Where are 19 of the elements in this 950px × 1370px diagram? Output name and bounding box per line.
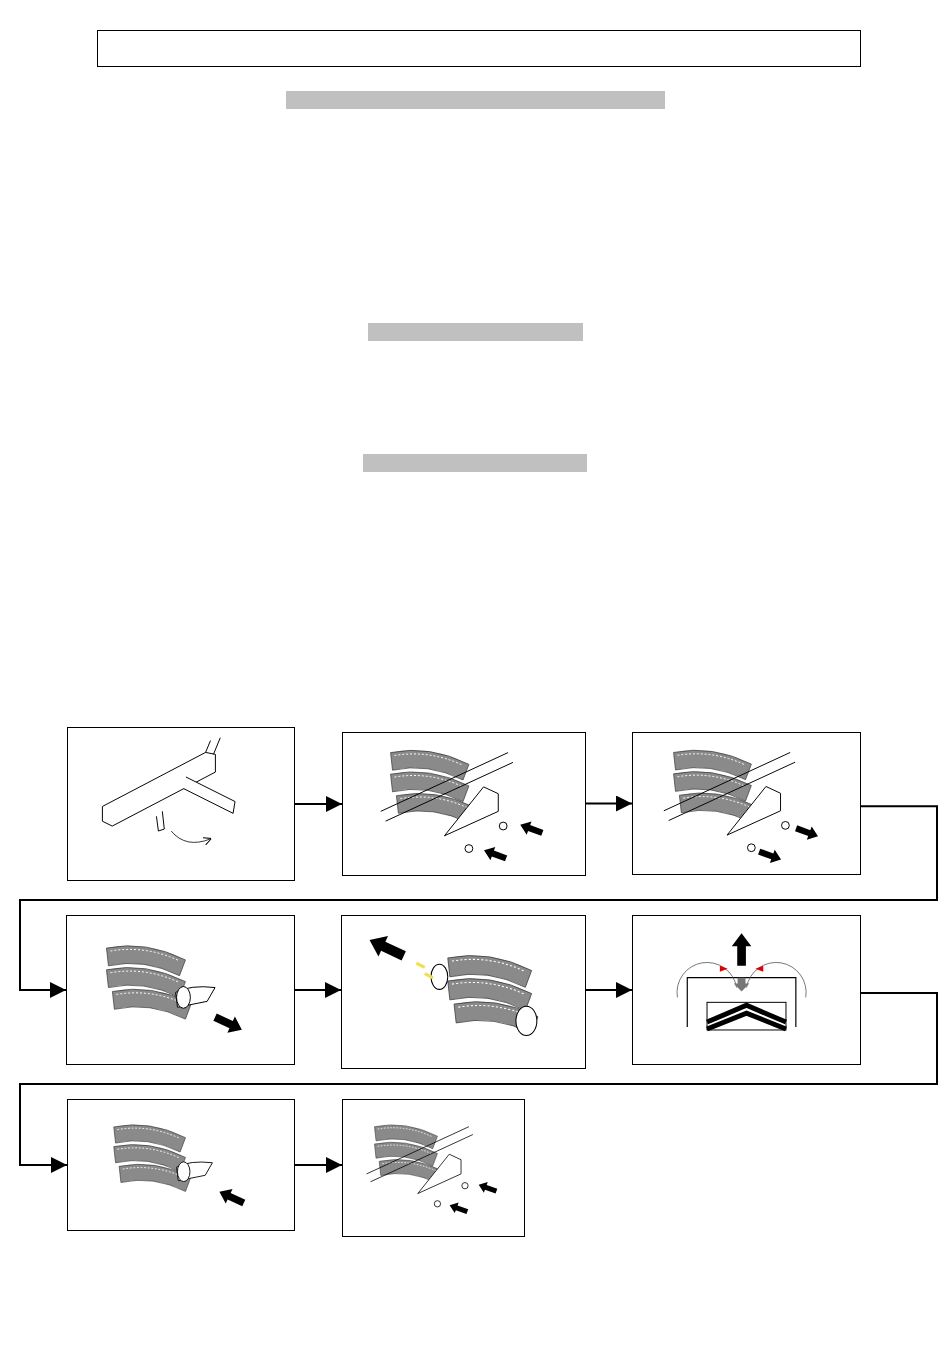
illustration-panel <box>341 915 586 1069</box>
arrow <box>294 796 343 812</box>
heading-bar <box>368 323 583 341</box>
illustration-panel <box>342 1099 525 1237</box>
arrow <box>294 982 342 998</box>
illustration-panel <box>632 915 861 1065</box>
header-box <box>97 30 861 67</box>
heading-bar <box>286 91 665 109</box>
heading-bar <box>363 454 587 472</box>
arrow <box>19 992 938 1173</box>
illustration-panel <box>342 732 586 876</box>
illustration-panel <box>66 915 295 1065</box>
arrow <box>585 795 633 812</box>
arrow <box>585 982 633 998</box>
illustration-panel <box>67 727 295 881</box>
illustration-panel <box>67 1099 295 1231</box>
illustration-panel <box>632 732 861 875</box>
arrow <box>294 1157 343 1173</box>
arrow <box>19 805 938 998</box>
